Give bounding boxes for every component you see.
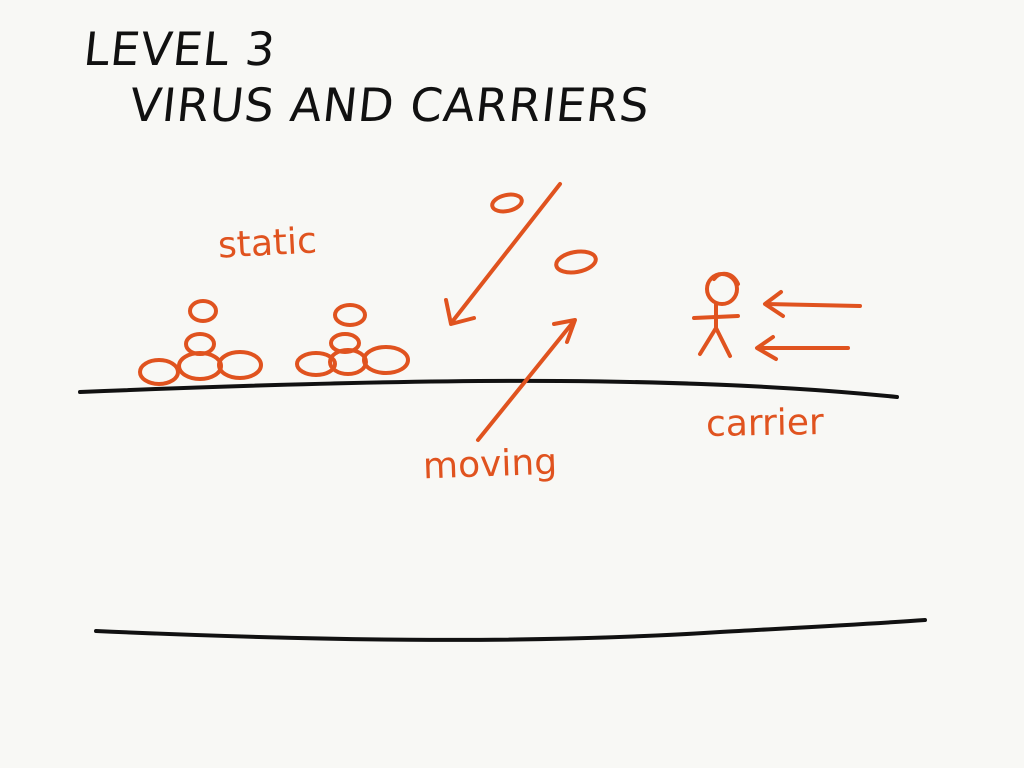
down-left-arrow [450,182,562,324]
moving-virus-blob [554,249,598,275]
moving-viruses [444,182,598,442]
virus-blob [295,351,337,377]
static-virus-pile-1 [138,299,263,386]
virus-blob [362,345,410,375]
carrier-figure [692,271,740,358]
static-virus-pile-2 [295,303,410,377]
carrier-arms [692,314,740,320]
up-right-arrowhead [552,318,577,344]
static-label: static [216,220,318,267]
moving-virus-blob [490,192,524,214]
down-left-arrowhead [444,298,476,326]
left-arrow-lower-head [755,335,778,361]
left-arrow-upper [764,302,862,308]
virus-blob [217,350,263,380]
left-arrow-upper-head [763,290,785,318]
lower-ground-line [94,618,927,642]
up-right-arrow [476,319,576,442]
carrier-legs [698,326,732,358]
virus-blob [188,299,218,323]
virus-blob [138,358,180,386]
carrier-label: carrier [705,401,825,446]
carrier-arrows [755,290,862,361]
virus-blob [333,303,367,327]
virus-blob [177,351,223,381]
moving-label: moving [422,441,558,488]
carrier-hair [712,271,740,286]
upper-ground-line [78,378,899,399]
